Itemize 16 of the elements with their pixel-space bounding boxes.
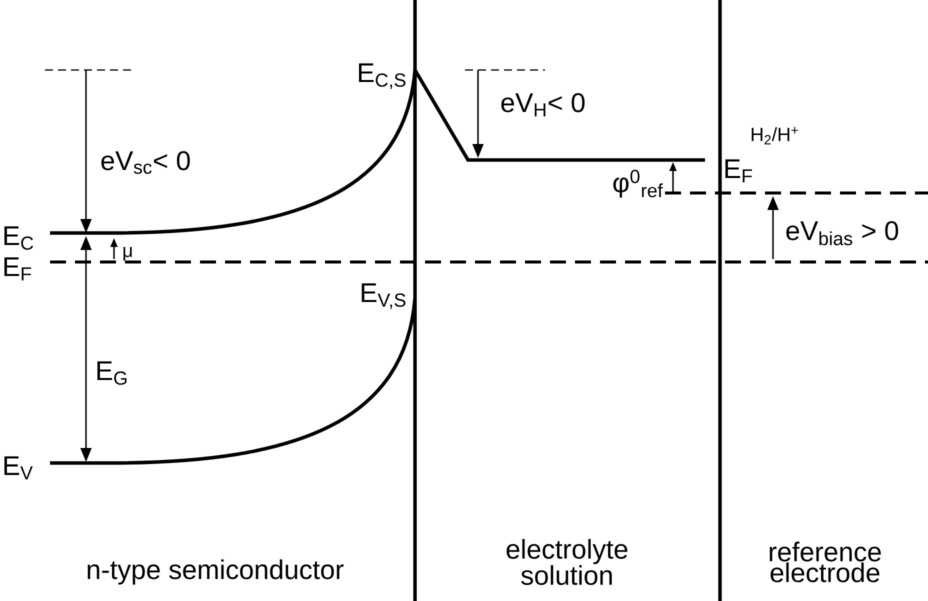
potential-label: φ$^{0}$ref	[613, 170, 663, 198]
band-gap-label: E$_{G}$	[97, 361, 126, 385]
region-label: reference electrode	[770, 542, 881, 582]
energy-level-label: E$_{F}$	[725, 159, 752, 182]
energy-level-label: E$_{C,S}$	[359, 63, 406, 90]
region-label: n-type semiconductor	[88, 559, 344, 585]
potential-label: eV$_{H}$< 0	[501, 93, 585, 116]
potential-label: eV$_{bias}$ > 0	[786, 221, 898, 246]
potential-label: eV$_{sc}$< 0	[101, 151, 190, 174]
energy-level-label: E$_{V,S}$	[362, 283, 406, 310]
redox-couple-label: H$_{2}$/H$^{+}$	[752, 127, 798, 144]
potential-label: μ	[124, 246, 132, 261]
energy-level-label: E$_{F}$	[4, 257, 31, 280]
energy-level-label: E$_{C}$	[4, 226, 34, 250]
region-label: electrolyte solution	[506, 538, 628, 585]
energy-level-label: E$_{V}$	[4, 456, 33, 480]
